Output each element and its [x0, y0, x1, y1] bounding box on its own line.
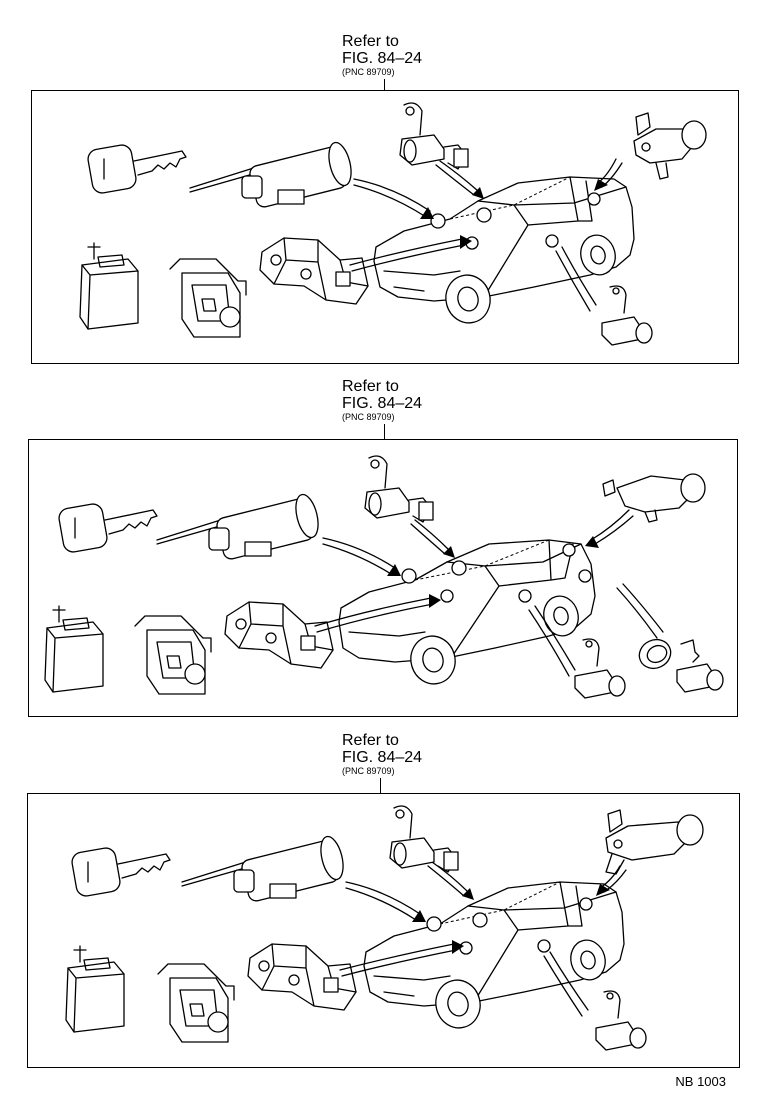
callout-pnc: (PNC 89709): [342, 412, 395, 422]
diagram-panel-hatchback: [28, 439, 738, 717]
ignition-cylinder-icon: [156, 493, 319, 560]
callout-fig: FIG. 84–24: [342, 749, 423, 766]
glovebox-lock-icon: [574, 638, 626, 699]
callout-refer-1: Refer to FIG. 84–24 (PNC 89709): [342, 34, 422, 77]
door-lock-cylinder-icon: [389, 805, 459, 873]
key-icon: [58, 503, 158, 553]
callout-pnc: (PNC 89709): [342, 67, 395, 77]
callout-leader: [384, 424, 385, 440]
callout-leader: [380, 778, 381, 794]
key-icon: [87, 144, 187, 194]
pointer-arrows: [314, 509, 664, 677]
trunk-lock-cylinder-icon: [605, 809, 704, 875]
callout-line1: Refer to: [342, 33, 399, 50]
callout-line1: Refer to: [342, 378, 399, 395]
back-door-lock-cylinder-icon: [602, 473, 706, 523]
immobilizer-relay-icon: [44, 605, 104, 693]
transponder-amplifier-icon: [157, 963, 235, 1043]
door-lock-cylinder-icon: [399, 102, 469, 170]
pointer-arrows: [339, 861, 627, 1017]
immobilizer-relay-icon: [79, 242, 139, 330]
callout-refer-3: Refer to FIG. 84–24 (PNC 89709): [342, 733, 422, 776]
steering-lock-icon: [247, 943, 357, 1011]
callout-refer-2: Refer to FIG. 84–24 (PNC 89709): [342, 379, 422, 422]
callout-line1: Refer to: [342, 732, 399, 749]
car-hatchback-icon: [338, 539, 596, 685]
door-lock-cylinder-icon: [364, 455, 434, 523]
glovebox-lock-icon: [595, 990, 647, 1051]
car-sedan-icon: [373, 176, 635, 324]
callout-leader: [384, 79, 385, 91]
glovebox-lock-icon: [601, 285, 653, 346]
immobilizer-relay-icon: [65, 945, 125, 1033]
car-sedan-icon: [363, 881, 625, 1029]
steering-lock-icon: [224, 601, 334, 669]
figure-code: NB 1003: [675, 1074, 726, 1089]
diagram-panel-sedan: [31, 90, 739, 364]
lock-ring-icon: [638, 638, 672, 670]
pointer-arrows: [349, 158, 623, 312]
ignition-cylinder-icon: [181, 835, 344, 902]
callout-pnc: (PNC 89709): [342, 766, 395, 776]
trunk-lock-cylinder-icon: [676, 639, 724, 693]
transponder-amplifier-icon: [134, 615, 212, 695]
transponder-amplifier-icon: [169, 258, 247, 338]
key-icon: [71, 847, 171, 897]
diagram-panel-sedan-2: [27, 793, 740, 1068]
steering-lock-icon: [259, 237, 369, 305]
callout-fig: FIG. 84–24: [342, 395, 423, 412]
callout-fig: FIG. 84–24: [342, 50, 423, 67]
trunk-lock-cylinder-icon: [633, 112, 707, 180]
ignition-cylinder-icon: [189, 141, 352, 208]
